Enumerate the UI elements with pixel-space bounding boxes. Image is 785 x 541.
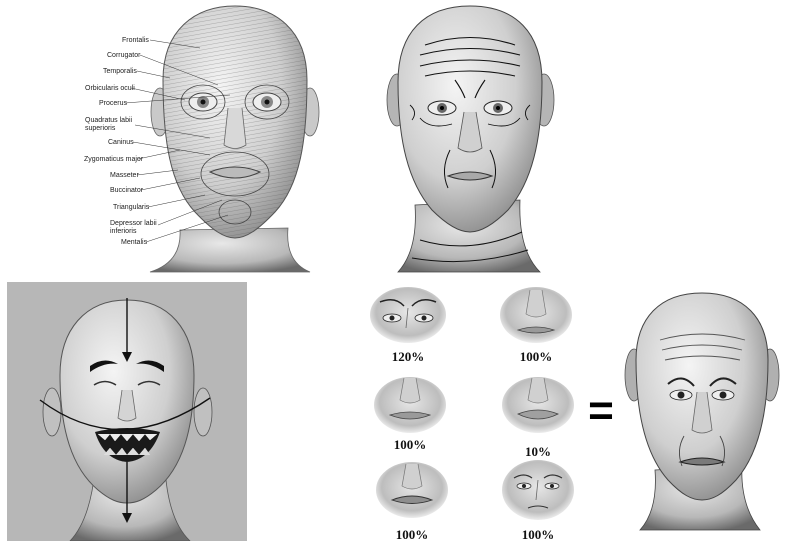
weight-lips: 100% (394, 437, 427, 452)
thumb-brow (370, 287, 446, 343)
weight-lips-open: 10% (525, 444, 551, 459)
svg-text:Orbicularis oculi: Orbicularis oculi (85, 85, 135, 92)
svg-text:Depressor labii: Depressor labii (110, 220, 157, 227)
svg-text:Triangularis: Triangularis (113, 204, 150, 211)
muscle-nose (224, 108, 246, 149)
label-zygomaticus-major: Zygomaticus major (84, 150, 180, 163)
svg-text:Temporalis: Temporalis (103, 68, 137, 75)
muscle-anatomy-panel: Frontalis Corrugator Temporalis Orbicula… (84, 6, 319, 272)
result-head-panel (625, 293, 779, 530)
svg-text:inferioris: inferioris (110, 228, 137, 235)
weight-eyes: 100% (522, 527, 555, 541)
svg-text:Masseter: Masseter (110, 172, 139, 179)
thumb-lips-open (502, 377, 574, 433)
svg-text:Procerus: Procerus (99, 100, 128, 107)
blend-panel: 120% 100% 100% 10% 100% (370, 287, 614, 541)
svg-text:Corrugator: Corrugator (107, 52, 141, 59)
svg-text:Frontalis: Frontalis (122, 37, 149, 44)
weight-lips-pressed: 100% (396, 527, 429, 541)
svg-text:Mentalis: Mentalis (121, 239, 148, 246)
equals-sign: = (588, 386, 614, 435)
svg-text:Caninus: Caninus (108, 139, 134, 146)
svg-text:superioris: superioris (85, 125, 116, 132)
thumb-eyes (502, 460, 574, 520)
label-temporalis: Temporalis (103, 68, 170, 78)
thumb-lips-pressed (376, 462, 448, 518)
thumb-lips (374, 377, 446, 433)
svg-text:Buccinator: Buccinator (110, 187, 144, 194)
weight-mouth: 100% (520, 349, 553, 364)
svg-text:Zygomaticus major: Zygomaticus major (84, 156, 144, 163)
thumb-mouth (500, 287, 572, 343)
label-masseter: Masseter (110, 170, 178, 179)
jaw-arrows-panel (7, 282, 247, 541)
svg-text:Quadratus labii: Quadratus labii (85, 117, 133, 124)
weight-brow: 120% (392, 349, 425, 364)
wrinkle-head-panel (387, 6, 554, 272)
